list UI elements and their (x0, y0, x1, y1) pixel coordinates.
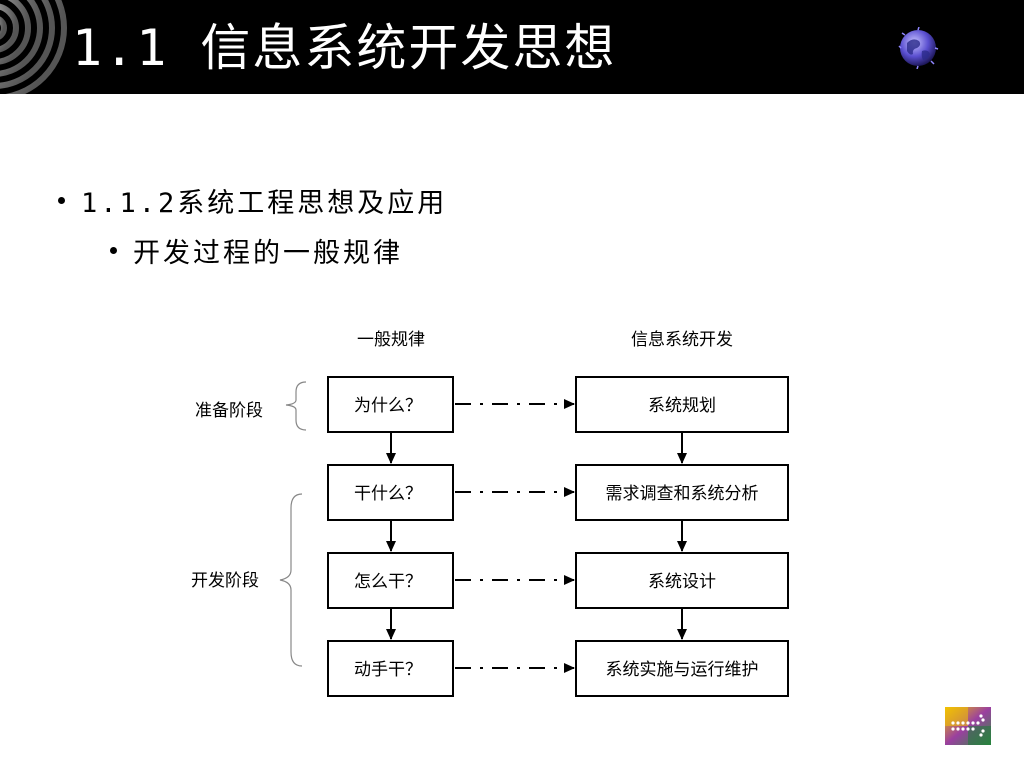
right-box-label: 需求调查和系统分析 (606, 484, 759, 504)
bullet-level2: 开发过程的一般规律 (110, 231, 403, 270)
phase-label-preparation: 准备阶段 (195, 401, 263, 421)
right-box-2: 需求调查和系统分析 (575, 464, 789, 521)
concentric-rings-icon (0, 0, 67, 94)
right-box-label: 系统规划 (648, 396, 716, 416)
title-bar: 1.1 信息系统开发思想 (0, 0, 1024, 94)
brace-development (279, 493, 303, 667)
bullet-text: 1.1.2系统工程思想及应用 (81, 188, 448, 219)
right-box-3: 系统设计 (575, 552, 789, 609)
right-box-4: 系统实施与运行维护 (575, 640, 789, 697)
left-box-2: 干什么？ (327, 464, 454, 521)
bullet-dot (110, 247, 117, 254)
left-box-label: 怎么干？ (354, 572, 422, 592)
left-box-label: 干什么？ (354, 484, 422, 504)
left-box-3: 怎么干？ (327, 552, 454, 609)
right-box-1: 系统规划 (575, 376, 789, 433)
logo-icon (945, 707, 991, 745)
right-box-label: 系统设计 (648, 572, 716, 592)
left-box-label: 动手干？ (354, 660, 422, 680)
bullet-dot (58, 197, 65, 204)
slide-title: 1.1 信息系统开发思想 (72, 19, 617, 77)
left-column-header: 一般规律 (357, 330, 425, 350)
left-box-1: 为什么？ (327, 376, 454, 433)
phase-label-development: 开发阶段 (191, 571, 259, 591)
left-box-4: 动手干？ (327, 640, 454, 697)
bullet-level1: 1.1.2系统工程思想及应用 (58, 181, 447, 220)
right-box-label: 系统实施与运行维护 (606, 660, 759, 680)
bullet-text: 开发过程的一般规律 (133, 238, 403, 269)
right-column-header: 信息系统开发 (631, 330, 733, 350)
globe-icon (898, 27, 939, 69)
left-box-label: 为什么？ (354, 396, 422, 416)
brace-preparation (285, 381, 307, 431)
